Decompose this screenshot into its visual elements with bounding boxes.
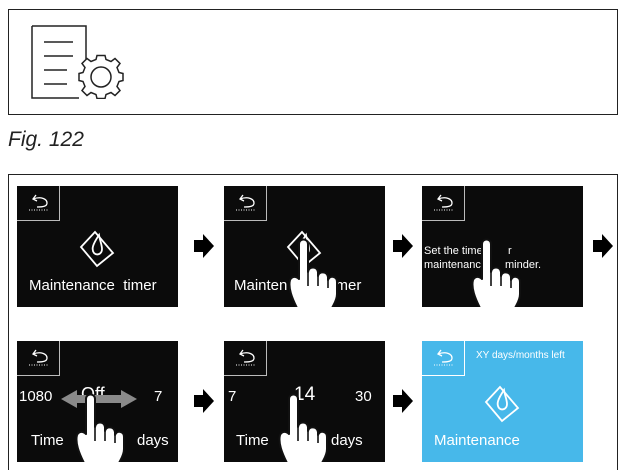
screen-time-selector-off[interactable]: 1080 Off 7 Time days (17, 341, 178, 462)
back-button[interactable] (224, 186, 267, 221)
label-right: days (331, 432, 363, 449)
label-left: Time (31, 432, 64, 449)
settings-figure-frame (8, 9, 618, 115)
arrow-right-icon (194, 389, 214, 413)
prompt-line-1: Set the time (424, 245, 483, 257)
list-gear-icon (31, 25, 124, 99)
arrow-right-icon (593, 234, 613, 258)
back-button[interactable] (17, 341, 60, 376)
back-arrow-icon (236, 349, 256, 366)
screen-maintenance-status[interactable]: XY days/months left Maintenance (422, 341, 583, 462)
prompt-line-1-tail: r (508, 245, 512, 257)
screen-label: Maintenance (434, 432, 520, 449)
screen-label: Maintenance timer (29, 277, 157, 294)
screen-maintenance-timer-tap[interactable]: Mainten timer (224, 186, 385, 307)
step-sequence-frame (8, 174, 618, 470)
value-left: 1080 (19, 388, 53, 405)
prompt-line-2: maintenanc (424, 259, 481, 271)
prompt-line-2-tail: minder. (505, 259, 542, 271)
screen-label: Mainten (234, 277, 288, 294)
pointing-hand-icon (75, 393, 125, 462)
back-arrow-icon (236, 194, 256, 211)
back-button[interactable] (224, 341, 267, 376)
value-left: 7 (228, 388, 237, 405)
figure-caption: Fig. 122 (8, 128, 84, 151)
arrow-right-icon (393, 389, 413, 413)
label-left: Time (236, 432, 269, 449)
screen-set-timer-prompt[interactable]: Set the time r maintenanc minder. (422, 186, 583, 307)
back-button[interactable] (422, 341, 465, 376)
screen-time-selector-14[interactable]: 7 14 30 Time days (224, 341, 385, 462)
label-right: days (137, 432, 169, 449)
pointing-hand-icon (288, 238, 338, 307)
water-drop-filter-icon (79, 230, 115, 268)
back-arrow-icon (434, 349, 454, 366)
arrow-right-icon (393, 234, 413, 258)
water-drop-filter-icon (484, 385, 520, 423)
back-arrow-icon (434, 194, 454, 211)
back-arrow-icon (29, 194, 49, 211)
double-arrow-icon (61, 390, 137, 408)
value-center: 14 (294, 384, 316, 405)
pointing-hand-icon (278, 393, 328, 462)
arrow-right-icon (194, 234, 214, 258)
back-arrow-icon (29, 349, 49, 366)
screen-maintenance-timer[interactable]: Maintenance timer (17, 186, 178, 307)
back-button[interactable] (17, 186, 60, 221)
value-right: 7 (154, 388, 163, 405)
value-right: 30 (355, 388, 372, 405)
status-text: XY days/months left (476, 350, 565, 361)
pointing-hand-icon (471, 238, 521, 307)
back-button[interactable] (422, 186, 465, 221)
